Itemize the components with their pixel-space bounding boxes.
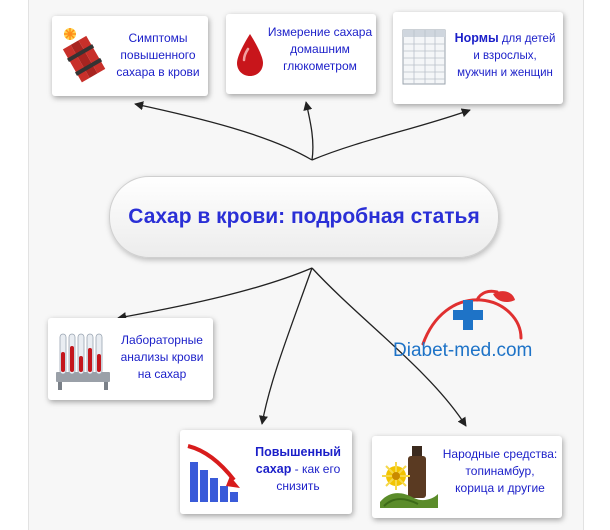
card-high-sugar[interactable]: Повышенный сахар - как его снизить bbox=[180, 430, 352, 514]
symptoms-line3: сахара в крови bbox=[116, 65, 200, 79]
card-lab[interactable]: Лабораторные анализы крови на сахар bbox=[48, 318, 213, 400]
herbs-bottle-icon bbox=[380, 446, 438, 508]
folk-line1: Народные средства: bbox=[442, 447, 558, 461]
measure-line3: глюкометром bbox=[283, 59, 357, 73]
site-logo[interactable]: Diabet-med.com bbox=[393, 286, 563, 378]
declining-chart-icon bbox=[187, 444, 240, 502]
card-folk-remedies[interactable]: Народные средства: топинамбур, корица и … bbox=[372, 436, 562, 518]
card-norms[interactable]: Нормы для детей и взрослых, мужчин и жен… bbox=[393, 12, 563, 104]
high-line2-rest: - как его bbox=[291, 462, 341, 476]
apple-cross-logo-icon bbox=[421, 289, 523, 346]
high-line3: снизить bbox=[276, 479, 320, 493]
card-measure[interactable]: Измерение сахара домашним глюкометром bbox=[226, 14, 376, 94]
measure-line1: Измерение сахара bbox=[267, 25, 373, 39]
folk-line2: топинамбур, bbox=[465, 464, 535, 478]
lab-line1: Лабораторные bbox=[121, 333, 203, 347]
lab-line2: анализы крови bbox=[120, 350, 204, 364]
high-bold2: сахар bbox=[255, 462, 292, 476]
central-title: Сахар в крови: подробная статья bbox=[128, 205, 480, 228]
norms-line3: мужчин и женщин bbox=[457, 67, 553, 79]
lab-line3: на сахар bbox=[137, 367, 187, 381]
high-bold1: Повышенный bbox=[255, 445, 341, 459]
norms-line1-rest: для детей bbox=[498, 33, 556, 45]
measure-line2: домашним bbox=[290, 42, 350, 56]
symptoms-line2: повышенного bbox=[120, 48, 196, 62]
arrow-to-high bbox=[258, 267, 313, 425]
blood-drop-icon bbox=[237, 34, 263, 76]
arrow-to-measure bbox=[303, 101, 314, 161]
arrow-to-folk bbox=[311, 267, 467, 427]
logo-text: Diabet-med.com bbox=[393, 340, 533, 361]
card-symptoms[interactable]: Симптомы повышенного сахара в крови bbox=[52, 16, 208, 96]
arrow-to-norms bbox=[311, 108, 471, 161]
central-topic[interactable]: Сахар в крови: подробная статья bbox=[109, 176, 499, 258]
test-tubes-icon bbox=[56, 333, 110, 390]
norms-line2: и взрослых, bbox=[473, 50, 537, 62]
arrow-to-lab bbox=[117, 267, 313, 322]
spreadsheet-icon bbox=[402, 29, 446, 85]
folk-line3: корица и другие bbox=[455, 481, 545, 495]
arrow-to-symptoms bbox=[134, 101, 313, 161]
symptoms-line1: Симптомы bbox=[128, 31, 188, 45]
dynamite-icon bbox=[62, 28, 106, 83]
norms-bold: Нормы bbox=[454, 31, 499, 45]
